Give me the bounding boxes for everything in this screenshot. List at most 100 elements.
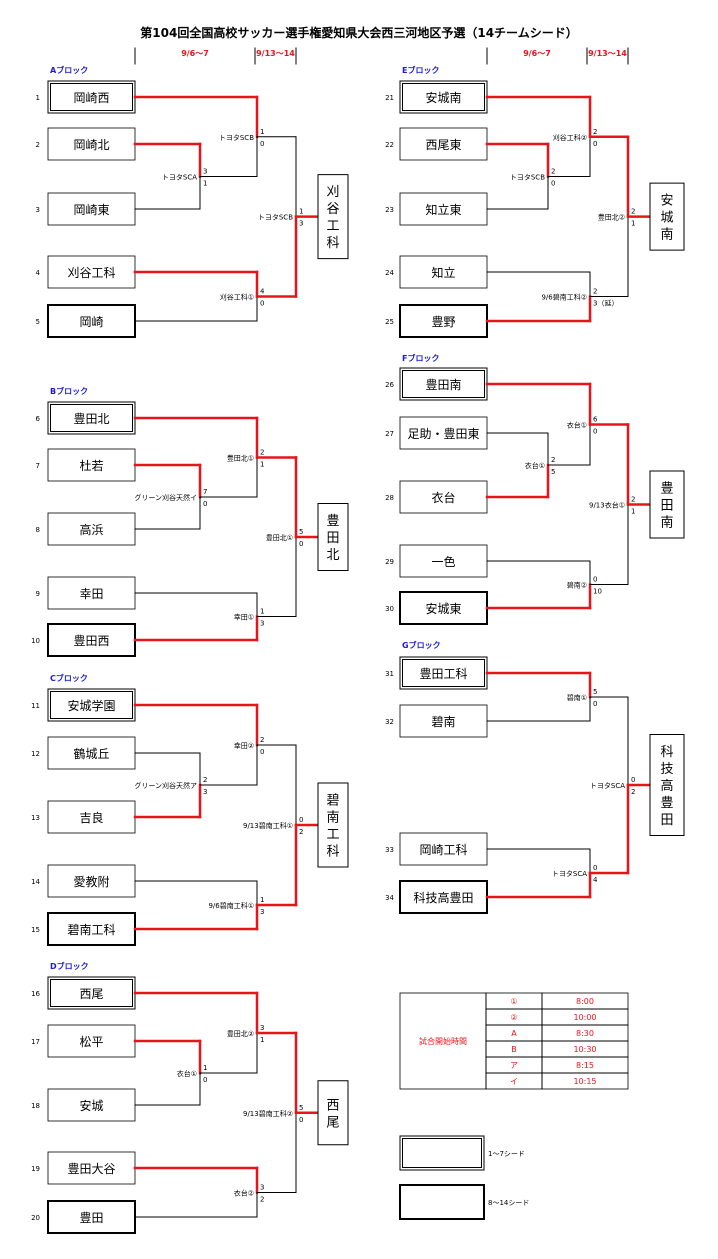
match-score-bottom: 2 xyxy=(631,788,635,796)
start-time-value: 10:00 xyxy=(573,1013,596,1022)
date-header-round2: 9/13～14 xyxy=(588,49,627,58)
team-number: 19 xyxy=(31,1165,40,1173)
match-score-top: 5 xyxy=(593,688,597,696)
team-number: 15 xyxy=(31,926,40,934)
block-winner-char: 豊 xyxy=(326,514,339,529)
team-name: 吉良 xyxy=(79,810,103,825)
team-box[interactable] xyxy=(399,832,488,866)
match-score-top: 1 xyxy=(203,1064,207,1072)
team-number: 6 xyxy=(36,415,41,423)
team-box[interactable] xyxy=(399,416,488,450)
team-number: 12 xyxy=(31,750,40,758)
match-score-bottom: 3 xyxy=(260,908,264,916)
block-winner-char: 田 xyxy=(660,813,673,828)
match-score-top: 1 xyxy=(260,608,264,616)
team-box[interactable] xyxy=(47,255,136,289)
team-name: 碧南 xyxy=(431,714,455,729)
team-box[interactable] xyxy=(47,1024,136,1058)
match-score-top: 0 xyxy=(593,864,597,872)
seed-legend-label: 1～7シード xyxy=(488,1150,525,1158)
team-name: 刈谷工科 xyxy=(67,266,115,280)
team-box[interactable] xyxy=(399,544,488,578)
team-box[interactable] xyxy=(399,704,488,738)
team-name: 愛教附 xyxy=(73,874,109,889)
start-time-mark: A xyxy=(511,1029,517,1038)
match-venue: 衣台① xyxy=(177,1069,197,1078)
team-box[interactable] xyxy=(399,255,488,289)
team-number: 34 xyxy=(385,894,394,902)
team-number: 1 xyxy=(36,94,40,102)
match-score-top: 6 xyxy=(593,416,598,424)
team-box[interactable] xyxy=(47,512,136,546)
team-box-seed[interactable] xyxy=(47,912,136,946)
team-box-seed[interactable] xyxy=(47,1200,136,1234)
team-box-seed[interactable] xyxy=(399,656,488,690)
seed-legend-box-thick xyxy=(399,1184,485,1220)
team-box-seed[interactable] xyxy=(399,80,488,114)
team-box-seed[interactable] xyxy=(47,304,136,338)
match-score-bottom: 2 xyxy=(260,1196,264,1204)
block-winner-char: 南 xyxy=(660,227,673,243)
team-box-seed[interactable] xyxy=(47,401,136,435)
match-score-top: 3 xyxy=(260,1024,264,1032)
team-number: 4 xyxy=(36,269,41,277)
team-box[interactable] xyxy=(47,192,136,226)
match-venue: 9/6碧南工科① xyxy=(208,901,254,910)
team-number: 14 xyxy=(31,878,40,886)
team-box[interactable] xyxy=(399,127,488,161)
match-venue: 豊田北② xyxy=(227,1029,254,1038)
team-box[interactable] xyxy=(47,736,136,770)
team-number: 11 xyxy=(31,702,40,710)
match-score-bottom: 0 xyxy=(299,540,303,548)
match-score-top: 3 xyxy=(203,168,207,176)
match-venue: 刈谷工科① xyxy=(220,293,254,302)
start-time-mark: ① xyxy=(510,997,517,1006)
team-name: 杜若 xyxy=(79,458,103,473)
team-box[interactable] xyxy=(47,127,136,161)
block-winner-char: 城 xyxy=(660,211,673,226)
team-box[interactable] xyxy=(47,448,136,482)
match-venue: トヨタSCA xyxy=(162,173,197,182)
team-name: 西尾 xyxy=(79,987,103,1001)
block-winner-char: 北 xyxy=(326,548,339,563)
start-time-value: 8:15 xyxy=(576,1061,594,1070)
block-label: Dブロック xyxy=(50,961,89,971)
team-number: 3 xyxy=(36,206,40,214)
block-winner-char: 科 xyxy=(326,845,339,860)
match-score-bottom: 1 xyxy=(631,220,635,228)
match-score-top: 1 xyxy=(299,208,303,216)
team-box[interactable] xyxy=(47,800,136,834)
team-box[interactable] xyxy=(47,864,136,898)
match-score-bottom: 3 xyxy=(260,620,264,628)
match-score-top: 5 xyxy=(299,1104,303,1112)
block-label: Eブロック xyxy=(402,65,439,75)
block-label: Aブロック xyxy=(50,65,88,75)
match-score-top: 2 xyxy=(631,208,635,216)
team-box-seed[interactable] xyxy=(399,367,488,401)
team-box[interactable] xyxy=(47,1151,136,1185)
match-venue: 衣台② xyxy=(234,1189,254,1198)
match-score-bottom: 1 xyxy=(260,1036,264,1044)
match-venue: トヨタSCA xyxy=(552,869,587,878)
team-box-seed-inner xyxy=(402,370,485,398)
start-time-value: 10:30 xyxy=(573,1045,596,1054)
team-name: 鶴城丘 xyxy=(73,746,109,761)
block-label: Gブロック xyxy=(402,640,441,650)
match-score-top: 0 xyxy=(631,776,635,784)
block-winner-char: 高 xyxy=(660,778,673,794)
team-box-seed[interactable] xyxy=(47,80,136,114)
match-score-bottom: 1 xyxy=(631,508,635,516)
start-time-mark: B xyxy=(511,1045,517,1054)
team-number: 17 xyxy=(31,1038,40,1046)
block-winner-char: 刈 xyxy=(326,185,339,200)
seed-legend-box-double xyxy=(399,1135,485,1171)
match-venue: 豊田北① xyxy=(227,454,254,463)
team-number: 16 xyxy=(31,990,40,998)
team-name: 安城学園 xyxy=(67,698,115,713)
team-name: 西尾東 xyxy=(425,138,461,152)
team-box[interactable] xyxy=(399,480,488,514)
block-winner-char: 田 xyxy=(326,531,339,546)
team-number: 28 xyxy=(385,494,394,502)
team-box-seed-inner xyxy=(50,83,133,111)
match-venue: 衣台① xyxy=(525,461,545,470)
